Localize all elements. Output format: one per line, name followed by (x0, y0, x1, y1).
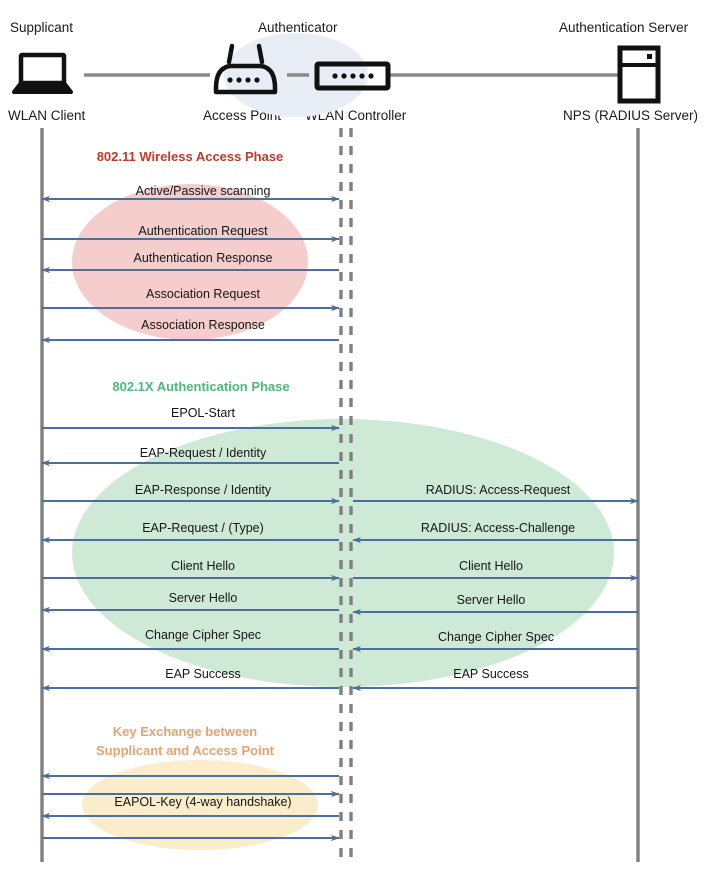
msg-label-eap-success-left: EAP Success (165, 667, 241, 681)
msg-label-radius-access-challenge: RADIUS: Access-Challenge (420, 521, 576, 535)
actor-role-supplicant: Supplicant (10, 20, 74, 35)
msg-label-change-cipher-spec-left: Change Cipher Spec (144, 628, 262, 642)
actor-role-authentication-server: Authentication Server (559, 20, 689, 35)
msg-label-eap-success-right: EAP Success (453, 667, 529, 681)
msg-label-server-hello-left: Server Hello (168, 591, 238, 605)
phase-label-802-1x-line1: 802.1X Authentication Phase (112, 379, 290, 394)
msg-label-eap-request-identity: EAP-Request / Identity (139, 446, 267, 460)
phase-label-802-1x: 802.1X Authentication Phase (0, 377, 402, 396)
access-point-icon (213, 43, 278, 95)
actor-device-wlan-client: WLAN Client (8, 108, 86, 123)
msg-label-epol-start: EPOL-Start (171, 406, 235, 420)
msg-label-client-hello-left: Client Hello (171, 559, 235, 573)
msg-label-server-hello-right: Server Hello (456, 593, 526, 607)
phase-label-key-exchange-line2: Supplicant and Access Point (96, 743, 274, 758)
msg-label-active-passive-scanning: Active/Passive scanning (135, 184, 271, 198)
msg-label-radius-access-request: RADIUS: Access-Request (425, 483, 571, 497)
phase-label-key-exchange: Key Exchange between Supplicant and Acce… (0, 722, 370, 760)
msg-label-eap-response-identity: EAP-Response / Identity (134, 483, 272, 497)
msg-label-association-request: Association Request (146, 287, 260, 301)
msg-label-association-response: Association Response (141, 318, 265, 332)
msg-label-authentication-request: Authentication Request (138, 224, 268, 238)
phase-ellipse-key-exchange (82, 760, 318, 850)
msg-label-eap-request-type: EAP-Request / (Type) (142, 521, 264, 535)
wlan-controller-icon (314, 61, 391, 91)
msg-label-authentication-response: Authentication Response (133, 251, 273, 265)
phase-ellipse-802-1x (72, 419, 614, 687)
msg-label-eapol-key-4way-handshake: EAPOL-Key (4-way handshake) (114, 795, 292, 809)
actor-role-authenticator: Authenticator (258, 20, 338, 35)
actor-device-nps-radius-server: NPS (RADIUS Server) (563, 108, 699, 123)
phase-label-key-exchange-line1: Key Exchange between (112, 724, 258, 739)
laptop-icon (12, 52, 73, 94)
phase-label-802-11-line1: 802.11 Wireless Access Phase (96, 149, 284, 164)
msg-label-change-cipher-spec-right: Change Cipher Spec (437, 630, 555, 644)
msg-label-client-hello-right: Client Hello (459, 559, 523, 573)
phase-label-802-11: 802.11 Wireless Access Phase (0, 147, 380, 166)
server-rack-icon (617, 45, 661, 104)
phase-ellipse-802-11 (72, 184, 308, 340)
